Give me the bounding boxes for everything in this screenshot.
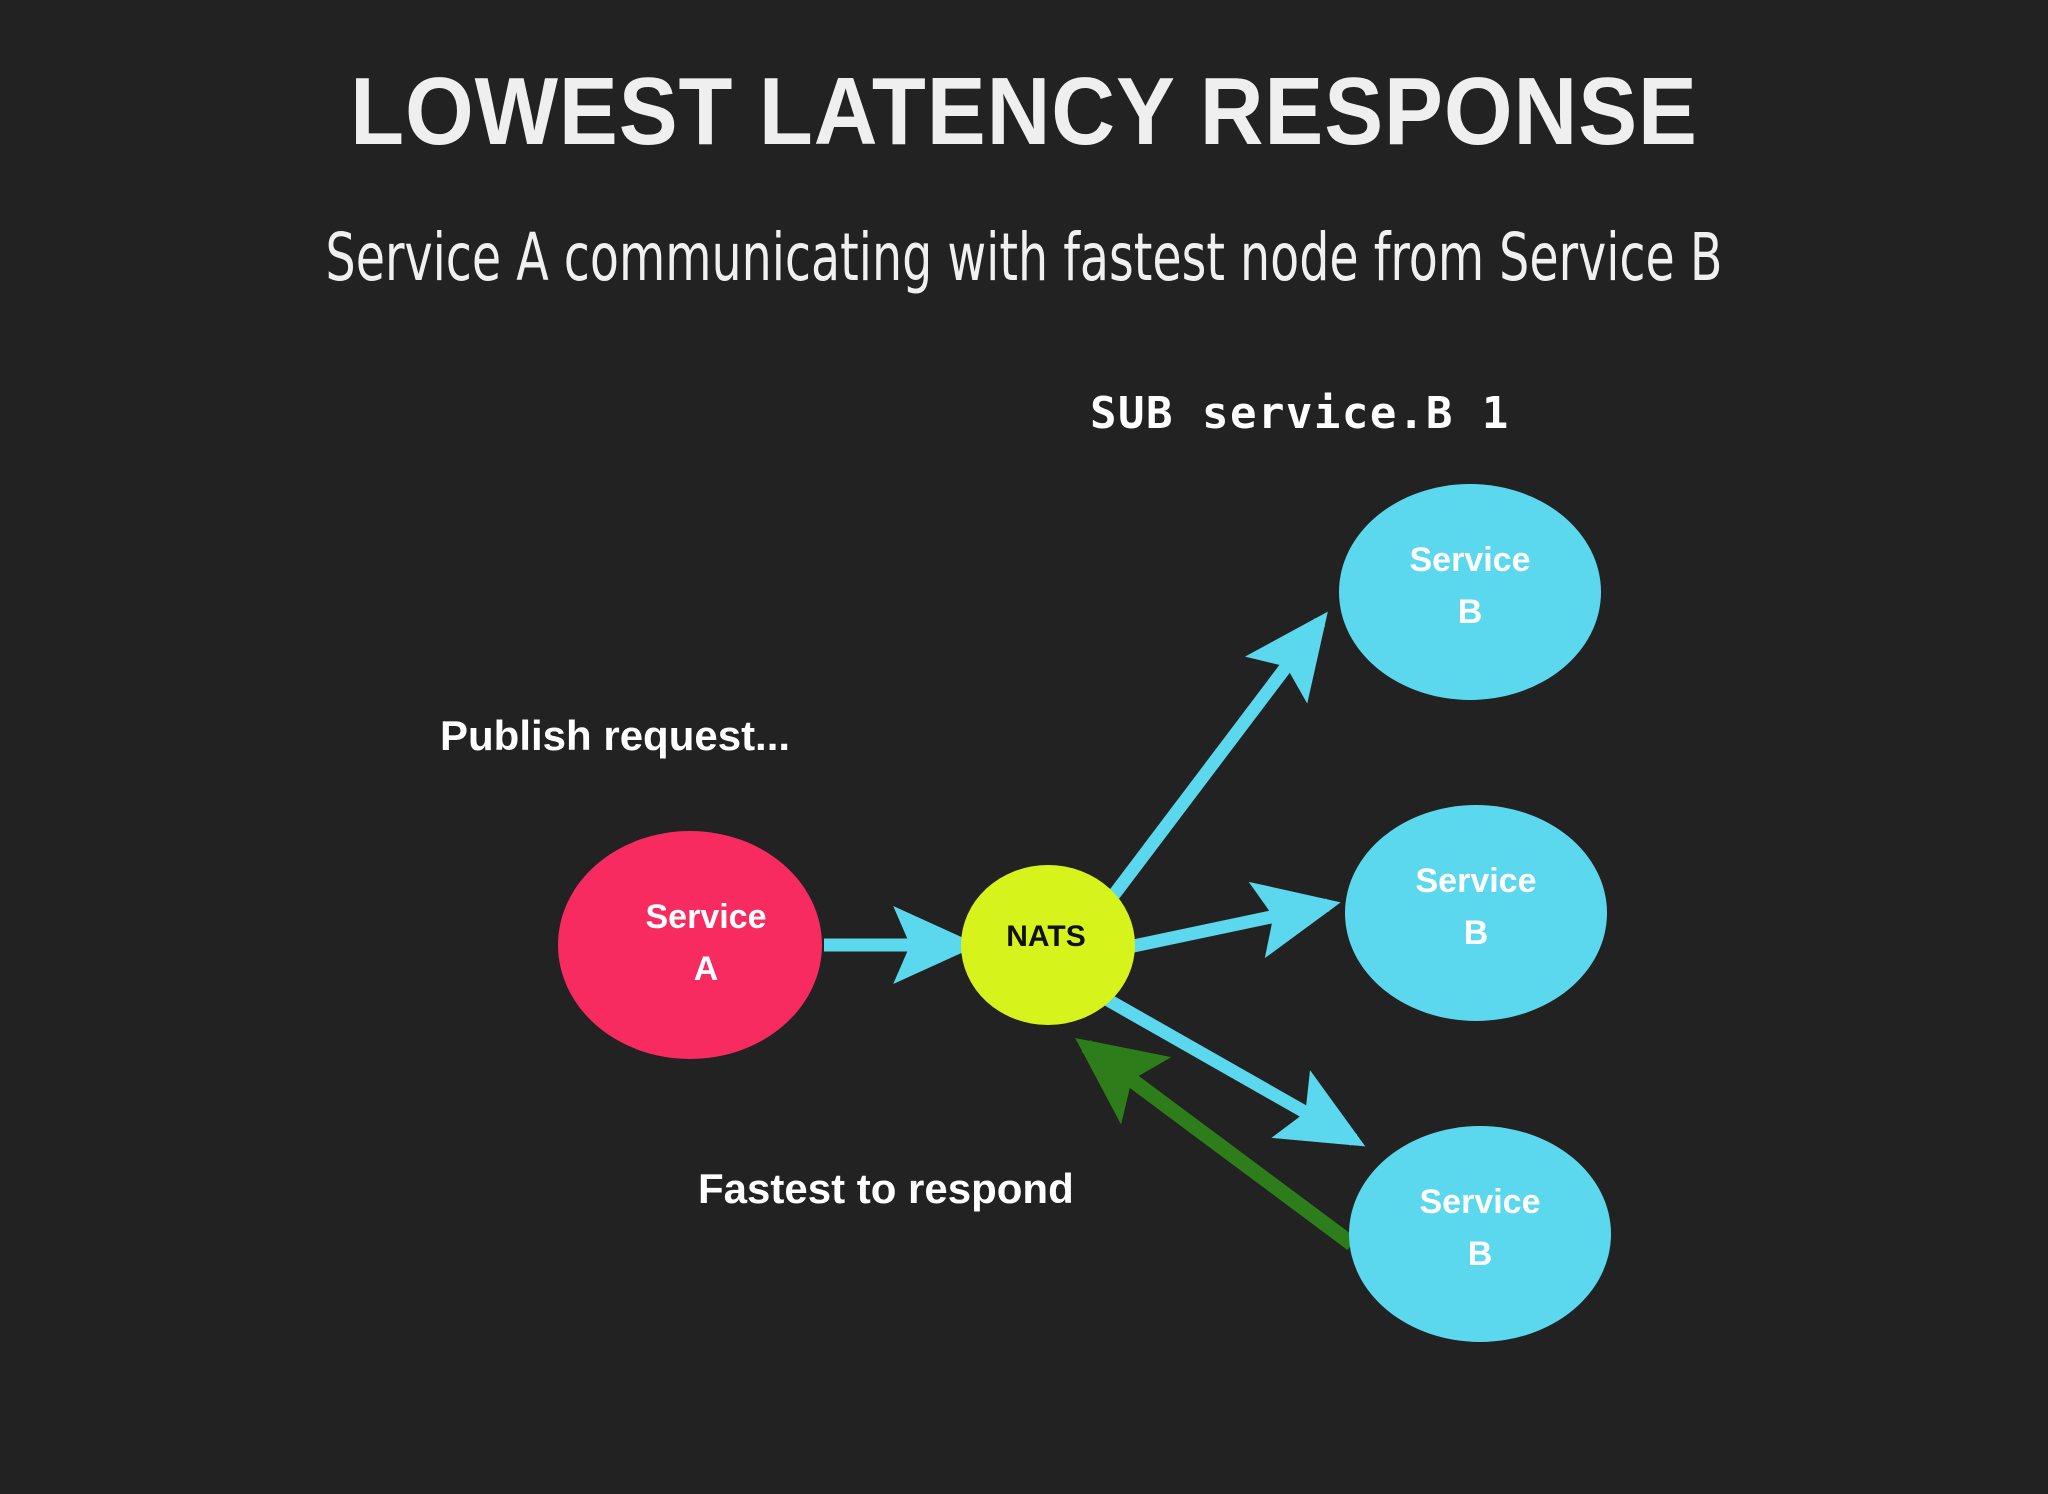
edge-service-b-3-to-nats — [1075, 1037, 1357, 1251]
node-layer — [558, 484, 1611, 1342]
edge-nats-to-service-b-2 — [1122, 881, 1341, 959]
page-title: LOWEST LATENCY RESPONSE — [350, 58, 1698, 165]
node-nats[interactable] — [961, 865, 1135, 1025]
node-service-b-2[interactable] — [1345, 805, 1607, 1021]
edge-nats-to-service-b-3 — [1104, 994, 1366, 1147]
annotation-fastest-to-respond: Fastest to respond — [698, 1165, 1074, 1212]
node-service-a[interactable] — [558, 831, 822, 1059]
subscription-command-label: SUB service.B 1 — [1090, 388, 1510, 439]
edge-nats-to-service-b-1 — [1104, 611, 1328, 904]
node-service-b-3[interactable] — [1349, 1126, 1611, 1342]
page-subtitle: Service A communicating with fastest nod… — [325, 219, 1723, 296]
annotation-publish-request: Publish request... — [440, 712, 791, 759]
edge-layer — [824, 611, 1366, 1251]
node-service-b-1[interactable] — [1339, 484, 1601, 700]
